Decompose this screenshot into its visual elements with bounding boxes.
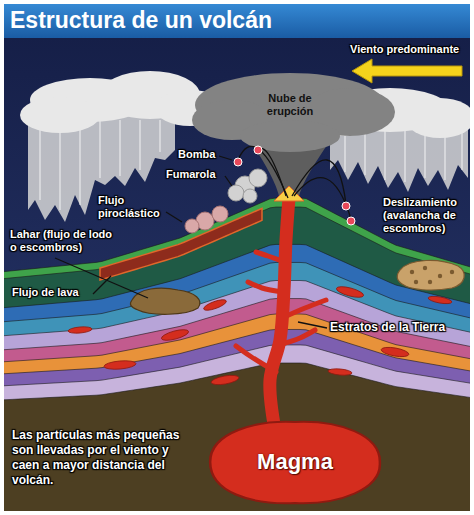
fumarole-cloud (243, 189, 257, 203)
earth-stratum (4, 329, 470, 511)
ash-streak (404, 125, 405, 182)
bomb-trajectory (258, 148, 286, 196)
magma-lens (328, 368, 352, 376)
note-text: Las partículas más pequeñas son llevadas… (12, 428, 192, 488)
title-text: Estructura de un volcán (10, 7, 272, 34)
ash-streak (79, 120, 80, 205)
part-label: Bomba (178, 148, 215, 161)
ash-streak (384, 125, 385, 180)
magma-lens (428, 295, 453, 305)
magma-chamber: Magma (200, 417, 390, 507)
earth-stratum (4, 314, 470, 511)
ash-streak (119, 120, 120, 176)
earth-stratum (4, 299, 470, 511)
fumarole-cloud (228, 185, 244, 201)
part-label: Lahar (flujo de lodo o escombros) (10, 228, 118, 254)
debris-rock (428, 280, 432, 284)
earth-stratum (4, 207, 470, 511)
debris-rock (414, 280, 418, 284)
debris-rock (423, 266, 427, 270)
bomb-trajectory (294, 178, 351, 219)
pyroclastic-puff (185, 219, 199, 233)
magma-lens (68, 326, 92, 334)
earth-stratum (4, 198, 470, 511)
earth-stratum (4, 262, 470, 511)
wind-arrow (352, 59, 462, 83)
debris-rock (410, 270, 414, 274)
leader-line (93, 276, 111, 294)
magma-lens (381, 346, 410, 359)
ash-cloud (405, 98, 470, 138)
main-conduit (270, 198, 289, 430)
pyroclastic-puff (212, 206, 228, 222)
ash-streak (159, 120, 160, 152)
ash-streak (139, 120, 140, 170)
volcanic-bomb (347, 217, 355, 225)
title-bar (4, 4, 470, 38)
magma-lens (335, 285, 364, 300)
part-label: Deslizamiento (avalancha de escombros) (383, 196, 467, 235)
part-label: Flujo de lava (12, 286, 79, 299)
part-label: Estratos de la Tierra (330, 320, 445, 334)
chamber-label: Magma (200, 417, 390, 475)
lahar-deposit (130, 288, 199, 314)
earth-stratum (4, 345, 470, 511)
wind-label: Viento predominante (350, 43, 459, 56)
ash-streak (59, 120, 60, 210)
bomb-trajectory (292, 160, 346, 204)
ash-streak (99, 120, 100, 178)
ash-streak (39, 120, 40, 200)
part-label: Fumarola (166, 168, 216, 181)
part-label: Flujo piroclástico (98, 194, 166, 220)
ash-cloud (20, 97, 100, 133)
earth-stratum (4, 244, 470, 511)
volcanic-bomb (234, 158, 242, 166)
fumarole-cloud (249, 169, 267, 187)
earth-stratum (4, 281, 470, 512)
illustration-group (4, 4, 470, 511)
earth-stratum (4, 363, 470, 511)
volcanic-bomb (254, 146, 262, 154)
magma-lens (104, 360, 137, 371)
magma-lens (160, 328, 189, 343)
volcanic-bomb (342, 202, 350, 210)
bomb-trajectory (238, 146, 288, 198)
leader-line (225, 176, 232, 186)
crater-glow (274, 186, 304, 201)
leader-line (219, 156, 232, 160)
lava-flow (100, 208, 262, 280)
magma-lens (203, 298, 228, 313)
cloud-label: Nube de erupción (260, 92, 320, 118)
magma-lens (211, 374, 240, 387)
leader-line (166, 212, 182, 222)
debris-rock (438, 274, 442, 278)
debris-rock (450, 270, 454, 274)
landslide-deposit (397, 260, 464, 290)
leader-line (298, 322, 327, 328)
